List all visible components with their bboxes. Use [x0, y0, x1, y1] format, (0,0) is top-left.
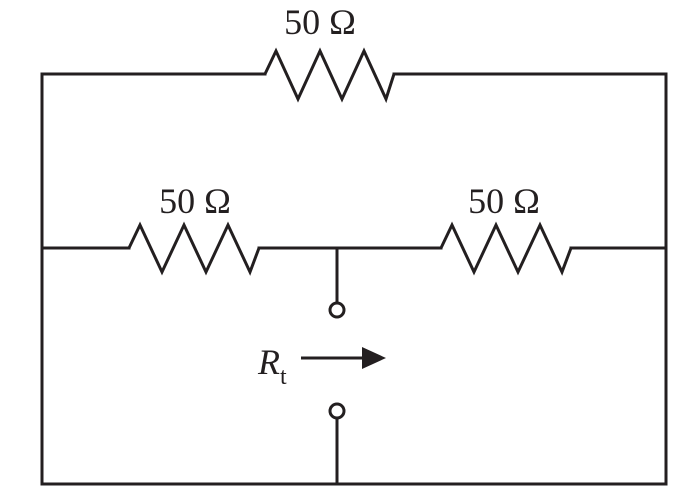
resistor-top: [263, 47, 396, 104]
terminal-upper: [328, 301, 346, 319]
rt-symbol: R: [257, 342, 280, 382]
outer-loop-wire: [40, 72, 668, 486]
resistor-middle-left: [127, 221, 261, 276]
resistor-middle-left-label: 50 Ω: [159, 181, 231, 221]
resistor-top-label: 50 Ω: [284, 2, 356, 42]
resistor-middle-right: [439, 221, 573, 276]
resistor-middle-right-label: 50 Ω: [468, 181, 540, 221]
terminal-lower: [328, 402, 346, 420]
rt-subscript: t: [280, 364, 287, 390]
arrow-right-icon: [362, 347, 386, 369]
rt-label: Rt: [257, 342, 287, 390]
